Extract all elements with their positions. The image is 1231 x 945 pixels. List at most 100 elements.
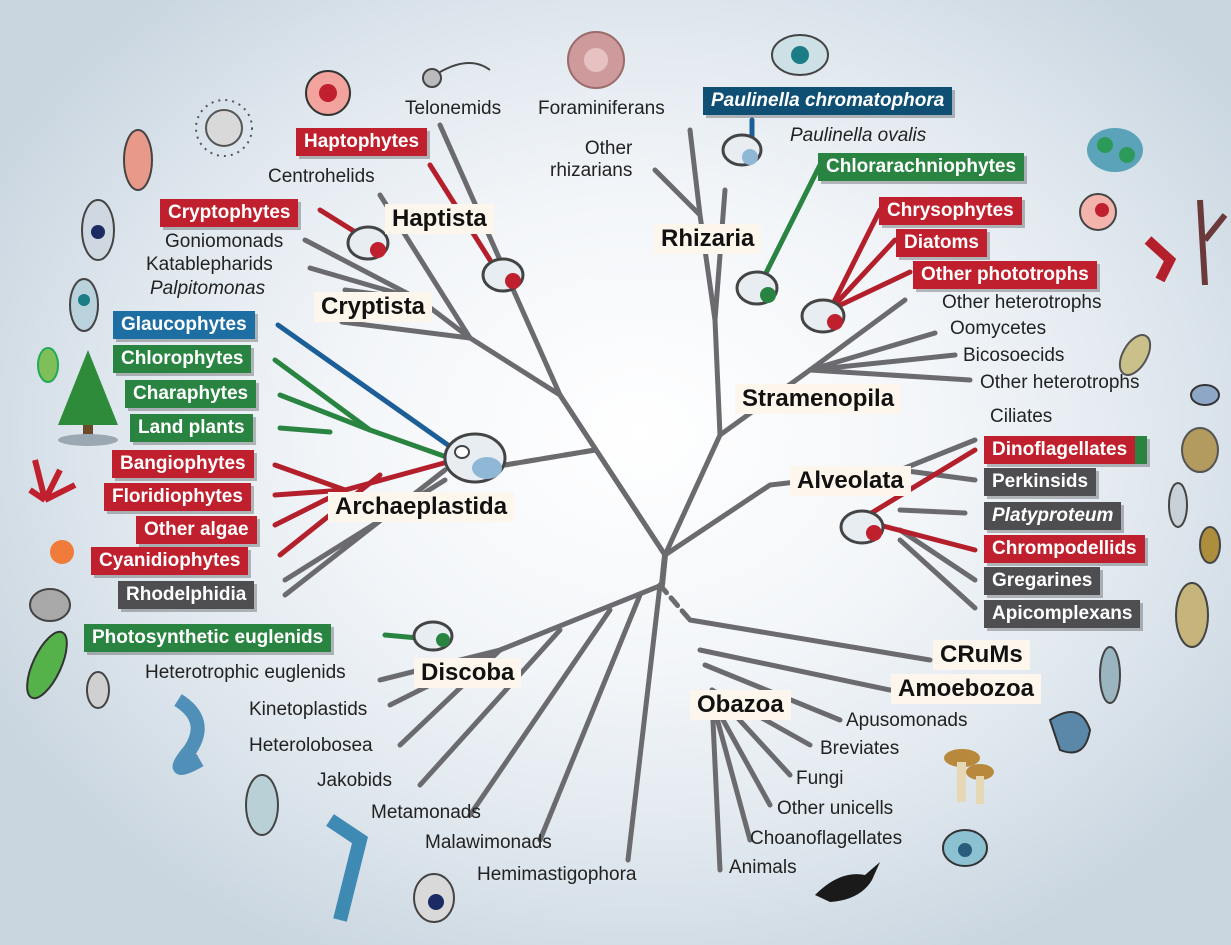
taxon-other-algae: Other algae xyxy=(136,516,257,544)
taxon-other-heterotrophs-1: Other heterotrophs xyxy=(942,292,1102,313)
organism-illustration-icon xyxy=(172,694,205,775)
taxon-cryptophytes: Cryptophytes xyxy=(160,199,299,227)
plastid-cell-icon xyxy=(481,257,525,293)
supergroup-cryptista: Cryptista xyxy=(314,292,433,322)
tree-icon xyxy=(58,350,118,446)
taxon-animals: Animals xyxy=(729,857,797,878)
organism-illustration-icon xyxy=(245,774,279,836)
taxon-rhodelphidia: Rhodelphidia xyxy=(118,581,255,609)
organism-illustration-icon xyxy=(69,278,99,332)
bird-icon xyxy=(815,862,880,902)
taxon-oomycetes: Oomycetes xyxy=(950,318,1047,339)
organism-illustration-icon xyxy=(26,630,68,700)
organism-illustration-icon xyxy=(195,99,253,157)
plastid-cell-icon xyxy=(412,620,454,652)
plastid-cell-icon xyxy=(346,225,390,261)
organism-illustration-icon xyxy=(1168,482,1188,528)
taxon-photosynthetic-euglenids: Photosynthetic euglenids xyxy=(84,624,332,652)
taxon-choanoflagellates: Choanoflagellates xyxy=(750,828,903,849)
taxon-centrohelids: Centrohelids xyxy=(268,166,375,187)
organism-illustration-icon xyxy=(771,34,829,76)
organism-illustration-icon xyxy=(1079,193,1117,231)
taxon-dinoflagellates: Dinoflagellates xyxy=(984,436,1148,464)
mushroom-icon xyxy=(944,749,994,804)
taxon-ciliates: Ciliates xyxy=(990,406,1053,427)
taxon-katablepharids: Katablepharids xyxy=(146,254,273,275)
taxon-apusomonads: Apusomonads xyxy=(846,710,968,731)
taxon-bicosoecids: Bicosoecids xyxy=(963,345,1065,366)
taxon-jakobids: Jakobids xyxy=(317,770,392,791)
taxon-goniomonads: Goniomonads xyxy=(165,231,284,252)
supergroup-archaeplastida: Archaeplastida xyxy=(328,492,515,522)
organism-illustration-icon xyxy=(123,129,153,191)
taxon-breviates: Breviates xyxy=(820,738,900,759)
taxon-other-unicells: Other unicells xyxy=(777,798,894,819)
taxon-heterolobosea: Heterolobosea xyxy=(249,735,373,756)
taxon-other-heterotrophs-2: Other heterotrophs xyxy=(980,372,1140,393)
organism-illustration-icon xyxy=(1099,646,1121,704)
organism-illustration-icon xyxy=(86,671,110,709)
plastid-cell-icon xyxy=(800,298,846,334)
organism-illustration-icon xyxy=(305,70,351,116)
taxon-fungi: Fungi xyxy=(796,768,844,789)
organism-illustration-icon xyxy=(81,199,115,261)
taxon-diatoms: Diatoms xyxy=(896,229,987,257)
organism-illustration-icon xyxy=(1181,427,1219,473)
taxon-glaucophytes: Glaucophytes xyxy=(113,311,255,339)
taxon-apicomplexans: Apicomplexans xyxy=(984,600,1141,628)
supergroup-crums: CRuMs xyxy=(933,640,1030,670)
organism-illustration-icon xyxy=(1199,526,1221,564)
taxon-paulinella-ovalis: Paulinella ovalis xyxy=(790,125,927,146)
taxon-malawimonads: Malawimonads xyxy=(425,832,552,853)
taxon-gregarines: Gregarines xyxy=(984,567,1101,595)
plastid-cell-icon xyxy=(735,270,779,306)
supergroup-alveolata: Alveolata xyxy=(790,466,911,496)
supergroup-obazoa: Obazoa xyxy=(690,690,791,720)
organism-illustration-icon xyxy=(37,347,59,383)
organism-illustration-icon xyxy=(413,873,455,923)
organism-illustration-icon xyxy=(567,31,625,89)
taxon-kinetoplastids: Kinetoplastids xyxy=(249,699,368,720)
taxon-palpitomonas: Palpitomonas xyxy=(150,278,266,299)
organism-illustration-icon xyxy=(1144,199,1228,286)
organism-illustration-icon xyxy=(1175,582,1209,648)
taxon-cyanidiophytes: Cyanidiophytes xyxy=(91,547,249,575)
taxon-hemimastigophora: Hemimastigophora xyxy=(477,864,637,885)
organism-illustration-icon xyxy=(1087,128,1143,172)
organism-illustration-icon xyxy=(1190,384,1220,406)
organism-illustration-icon xyxy=(422,62,491,88)
taxon-bangiophytes: Bangiophytes xyxy=(112,450,254,478)
plastid-cell-icon xyxy=(443,432,507,484)
organism-illustration-icon xyxy=(942,829,988,867)
taxon-heterotrophic-euglenids: Heterotrophic euglenids xyxy=(145,662,346,683)
taxon-perkinsids: Perkinsids xyxy=(984,468,1097,496)
organism-illustration-icon xyxy=(29,588,71,622)
supergroup-discoba: Discoba xyxy=(414,658,522,688)
taxon-haptophytes: Haptophytes xyxy=(296,128,428,156)
taxon-chrompodellids: Chrompodellids xyxy=(984,535,1145,563)
organism-illustration-icon xyxy=(326,814,368,922)
supergroup-haptista: Haptista xyxy=(385,204,494,234)
taxon-foraminiferans: Foraminiferans xyxy=(538,98,665,119)
taxon-other-rhizarians: Other rhizarians xyxy=(550,138,633,181)
supergroup-amoebozoa: Amoebozoa xyxy=(891,674,1042,704)
taxon-paulinella-chromatophora: Paulinella chromatophora xyxy=(703,87,953,115)
supergroup-rhizaria: Rhizaria xyxy=(654,224,762,254)
organism-illustration-icon xyxy=(1118,334,1152,376)
plastid-cell-icon xyxy=(839,509,885,545)
taxon-telonemids: Telonemids xyxy=(405,98,502,119)
plastid-cell-icon xyxy=(721,133,763,167)
taxon-charaphytes: Charaphytes xyxy=(125,380,257,408)
taxon-floridiophytes: Floridiophytes xyxy=(104,483,251,511)
taxon-platyproteum: Platyproteum xyxy=(984,502,1122,530)
taxon-metamonads: Metamonads xyxy=(371,802,481,823)
organism-illustration-icon xyxy=(28,459,77,503)
supergroup-stramenopila: Stramenopila xyxy=(735,384,902,414)
organism-illustration-icon xyxy=(1048,711,1092,754)
taxon-chrysophytes: Chrysophytes xyxy=(879,197,1022,225)
organism-illustration-icon xyxy=(50,540,74,564)
taxon-chlorarachniophytes: Chlorarachniophytes xyxy=(818,153,1025,181)
taxon-chlorophytes: Chlorophytes xyxy=(113,345,252,373)
taxon-other-phototrophs: Other phototrophs xyxy=(913,261,1097,289)
